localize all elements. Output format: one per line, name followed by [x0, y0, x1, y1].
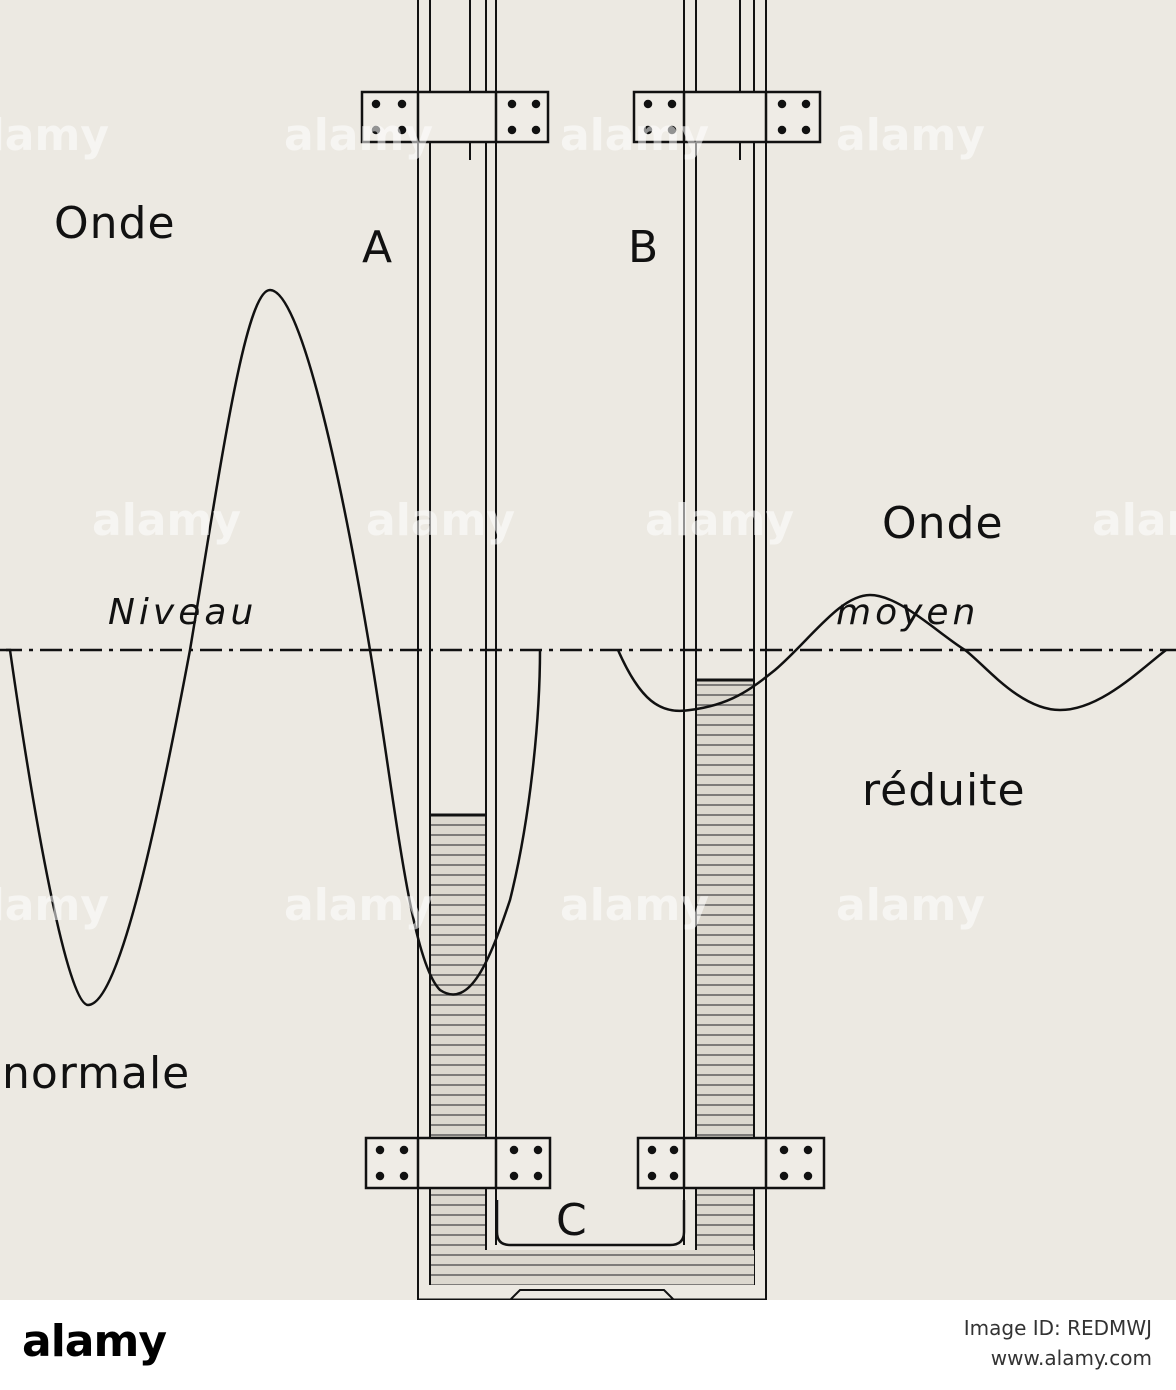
- label-reduite: réduite: [862, 765, 1026, 816]
- watermark: alamy: [836, 880, 985, 931]
- alamy-logo[interactable]: alamy: [22, 1316, 167, 1367]
- diagram-drawing: [0, 0, 1176, 1300]
- watermark: alamy: [0, 880, 109, 931]
- watermark: alamy: [284, 110, 433, 161]
- watermark: alamy: [560, 110, 709, 161]
- label-onde-right: Onde: [882, 498, 1004, 549]
- upper-clamp-a: [360, 90, 550, 144]
- site-url[interactable]: www.alamy.com: [990, 1346, 1152, 1370]
- lower-clamp-b: [636, 1136, 826, 1190]
- image-id: Image ID: REDMWJ: [963, 1316, 1152, 1340]
- reduced-wave: [616, 593, 1167, 713]
- watermark: alamy: [1092, 495, 1176, 546]
- connecting-pipe-c: [418, 1200, 766, 1300]
- stock-footer: alamy Image ID: REDMWJ www.alamy.com: [0, 1300, 1176, 1390]
- label-pipe-c: C: [556, 1195, 588, 1246]
- diagram-figure: Onde A B Onde Niveau moyen réduite norma…: [0, 0, 1176, 1300]
- watermark: alamy: [284, 880, 433, 931]
- lower-clamp-a: [364, 1136, 552, 1190]
- watermark: alamy: [366, 495, 515, 546]
- label-moyen: moyen: [836, 592, 980, 633]
- normal-wave: [6, 288, 542, 1007]
- watermark: alamy: [92, 495, 241, 546]
- label-tube-a: A: [362, 222, 394, 273]
- watermark: alamy: [560, 880, 709, 931]
- watermark: alamy: [836, 110, 985, 161]
- watermark: alamy: [0, 110, 109, 161]
- label-tube-b: B: [628, 222, 660, 273]
- label-normale: normale: [2, 1048, 191, 1099]
- watermark: alamy: [645, 495, 794, 546]
- label-onde-left: Onde: [54, 198, 176, 249]
- label-niveau: Niveau: [108, 592, 258, 633]
- upper-clamp-b: [632, 90, 822, 144]
